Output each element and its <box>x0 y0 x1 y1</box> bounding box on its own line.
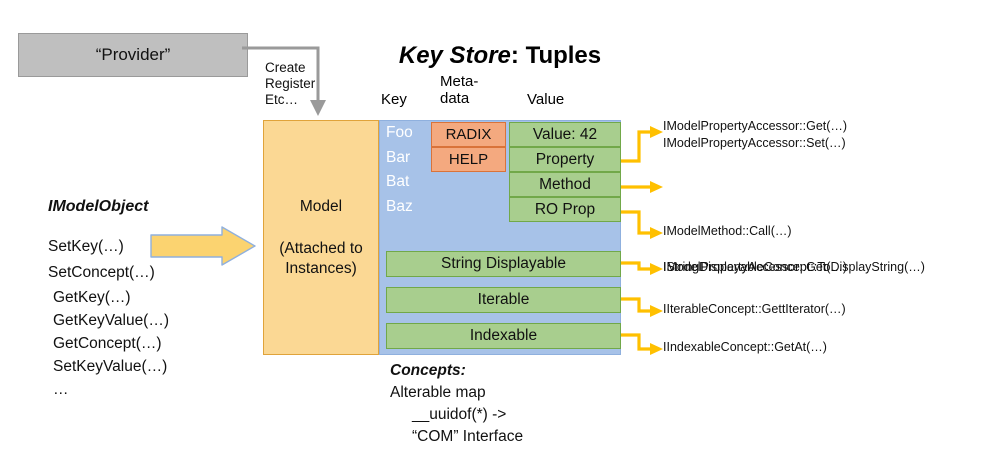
key-row: Baz <box>386 197 413 215</box>
method-item: GetKeyValue(…) <box>53 312 170 329</box>
tuple-panel: Foo Bar Bat Baz RADIX HELP Value: 42 Pro… <box>379 120 621 355</box>
create-register-label: Create Register Etc… <box>265 60 316 107</box>
concepts-line-2: __uuidof(*) -> <box>412 406 507 423</box>
metadata-cell-help: HELP <box>431 147 506 172</box>
connector-indexable <box>621 333 652 351</box>
method-item: SetKeyValue(…) <box>53 358 168 375</box>
method-item: GetKey(…) <box>53 289 131 306</box>
method-item: GetConcept(…) <box>53 335 162 352</box>
concepts-block: Concepts: Alterable map __uuidof(*) -> “… <box>390 360 650 448</box>
model-box: Model (Attached to Instances) <box>263 120 379 355</box>
page-title: Key Store: Tuples <box>380 42 620 70</box>
concepts-line-1: Alterable map <box>390 384 486 401</box>
arrowhead-indexable <box>650 343 663 355</box>
method-item: SetConcept(…) <box>48 264 155 281</box>
provider-box: “Provider” <box>18 33 248 77</box>
arrowhead-string-displayable <box>650 263 663 275</box>
metadata-cell-radix: RADIX <box>431 122 506 147</box>
concept-band-string-displayable: String Displayable <box>386 251 621 277</box>
imodelobject-title: IModelObject <box>48 198 149 215</box>
value-cell-value42: Value: 42 <box>509 122 621 147</box>
provider-label: “Provider” <box>95 45 171 64</box>
call-label-model-method-call: IModelMethod::Call(…) <box>663 224 792 238</box>
connector-ro-prop <box>621 210 652 235</box>
value-cell-property: Property <box>509 147 621 172</box>
call-label-string-displayable-concept: IStringDisplayableConcept::ToDisplayStri… <box>663 260 925 274</box>
key-row: Bat <box>386 173 410 190</box>
call-label-model-property-accessor-get: IModelPropertyAccessor::Get(…) <box>663 260 848 274</box>
column-header-metadata: Meta- data <box>440 73 479 107</box>
imodelobject-method-list: SetKey(…) SetConcept(…) GetKey(…) GetKey… <box>48 234 228 401</box>
key-row: Bar <box>386 148 411 166</box>
connector-property <box>621 130 652 163</box>
method-item: SetKey(…) <box>48 238 124 255</box>
call-label-model-property-accessor-get-set: IModelPropertyAccessor::Get(…) IModelPro… <box>663 119 848 150</box>
connector-string-displayable <box>621 261 652 271</box>
provider-connector-arrow <box>242 46 326 116</box>
model-box-sublabel: (Attached to Instances) <box>279 239 363 277</box>
column-header-value: Value <box>527 91 565 108</box>
concept-band-indexable: Indexable <box>386 323 621 349</box>
concepts-line-3: “COM” Interface <box>412 428 524 445</box>
arrowhead-iterable <box>650 305 663 317</box>
call-label-indexable-concept: IIndexableConcept::GetAt(…) <box>663 340 827 354</box>
keys-column: Foo Bar Bat Baz <box>380 121 434 219</box>
concepts-heading: Concepts: <box>390 362 466 379</box>
arrowhead-property <box>650 126 663 138</box>
call-label-iterable-concept: IIterableConcept::GettIterator(…) <box>663 302 846 316</box>
value-cell-method: Method <box>509 172 621 197</box>
column-header-key: Key <box>381 91 407 108</box>
key-row: Foo <box>386 124 413 141</box>
yellow-block-arrow-icon <box>150 226 256 266</box>
connector-iterable <box>621 297 652 313</box>
arrowhead-ro-prop <box>650 227 663 239</box>
value-cell-ro-prop: RO Prop <box>509 197 621 222</box>
page-title-emphasis: Key Store <box>398 42 511 69</box>
arrowhead-method <box>650 181 663 193</box>
concept-band-iterable: Iterable <box>386 287 621 313</box>
page-title-rest: : Tuples <box>510 42 602 69</box>
model-box-label: Model <box>299 197 343 215</box>
method-item: … <box>53 381 69 398</box>
